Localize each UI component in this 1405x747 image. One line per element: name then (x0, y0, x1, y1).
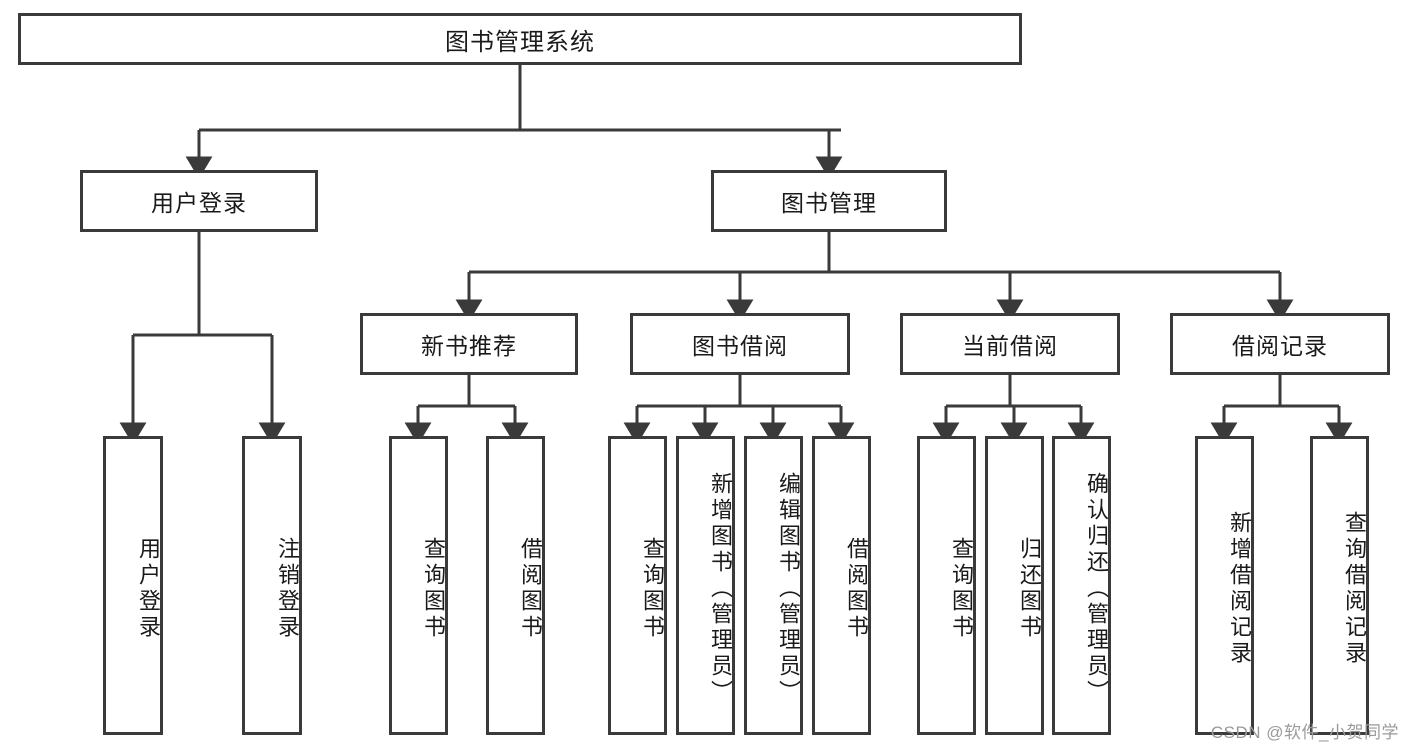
node-current-borrow[interactable]: 当前借阅 (900, 313, 1120, 375)
watermark: CSDN @软件_小贺同学 (1210, 723, 1399, 742)
node-leaf-user-login-label: 用户登录 (136, 536, 161, 641)
node-leaf-edit-book[interactable]: 编辑图书（管理员） (744, 436, 803, 735)
node-leaf-borrow-book-2[interactable]: 借阅图书 (812, 436, 871, 735)
node-leaf-edit-book-label: 编辑图书（管理员） (776, 471, 801, 706)
node-leaf-query-record-label: 查询借阅记录 (1342, 510, 1367, 667)
node-leaf-query-book-1[interactable]: 查询图书 (389, 436, 448, 735)
node-leaf-borrow-book-1[interactable]: 借阅图书 (486, 436, 545, 735)
node-leaf-query-book-3-label: 查询图书 (949, 536, 974, 641)
node-new-book-recommend[interactable]: 新书推荐 (360, 313, 578, 375)
node-current-borrow-label: 当前借阅 (962, 333, 1058, 359)
node-leaf-add-record-label: 新增借阅记录 (1227, 510, 1252, 667)
node-user-login-label: 用户登录 (151, 190, 247, 216)
node-leaf-query-book-2-label: 查询图书 (640, 536, 665, 641)
node-leaf-borrow-book-1-label: 借阅图书 (518, 536, 543, 641)
node-leaf-confirm-return-label: 确认归还（管理员） (1084, 471, 1109, 706)
node-book-manage-label: 图书管理 (781, 190, 877, 216)
node-leaf-return-book-label: 归还图书 (1017, 536, 1042, 641)
node-root[interactable]: 图书管理系统 (18, 13, 1022, 65)
node-leaf-logout[interactable]: 注销登录 (242, 436, 302, 735)
node-leaf-borrow-book-2-label: 借阅图书 (844, 536, 869, 641)
node-leaf-add-book-label: 新增图书（管理员） (708, 471, 733, 706)
node-new-book-recommend-label: 新书推荐 (421, 333, 517, 359)
node-borrow-record-label: 借阅记录 (1232, 333, 1328, 359)
node-leaf-logout-label: 注销登录 (275, 536, 300, 641)
node-leaf-return-book[interactable]: 归还图书 (985, 436, 1044, 735)
node-leaf-query-book-1-label: 查询图书 (421, 536, 446, 641)
node-user-login[interactable]: 用户登录 (80, 170, 318, 232)
node-leaf-query-record[interactable]: 查询借阅记录 (1310, 436, 1369, 735)
node-book-borrow-label: 图书借阅 (692, 333, 788, 359)
node-leaf-query-book-3[interactable]: 查询图书 (917, 436, 976, 735)
node-leaf-confirm-return[interactable]: 确认归还（管理员） (1052, 436, 1111, 735)
node-book-manage[interactable]: 图书管理 (711, 170, 947, 232)
node-root-label: 图书管理系统 (445, 28, 595, 56)
node-leaf-add-book[interactable]: 新增图书（管理员） (676, 436, 735, 735)
node-leaf-user-login[interactable]: 用户登录 (103, 436, 163, 735)
node-leaf-add-record[interactable]: 新增借阅记录 (1195, 436, 1254, 735)
node-book-borrow[interactable]: 图书借阅 (630, 313, 850, 375)
node-leaf-query-book-2[interactable]: 查询图书 (608, 436, 667, 735)
node-borrow-record[interactable]: 借阅记录 (1170, 313, 1390, 375)
